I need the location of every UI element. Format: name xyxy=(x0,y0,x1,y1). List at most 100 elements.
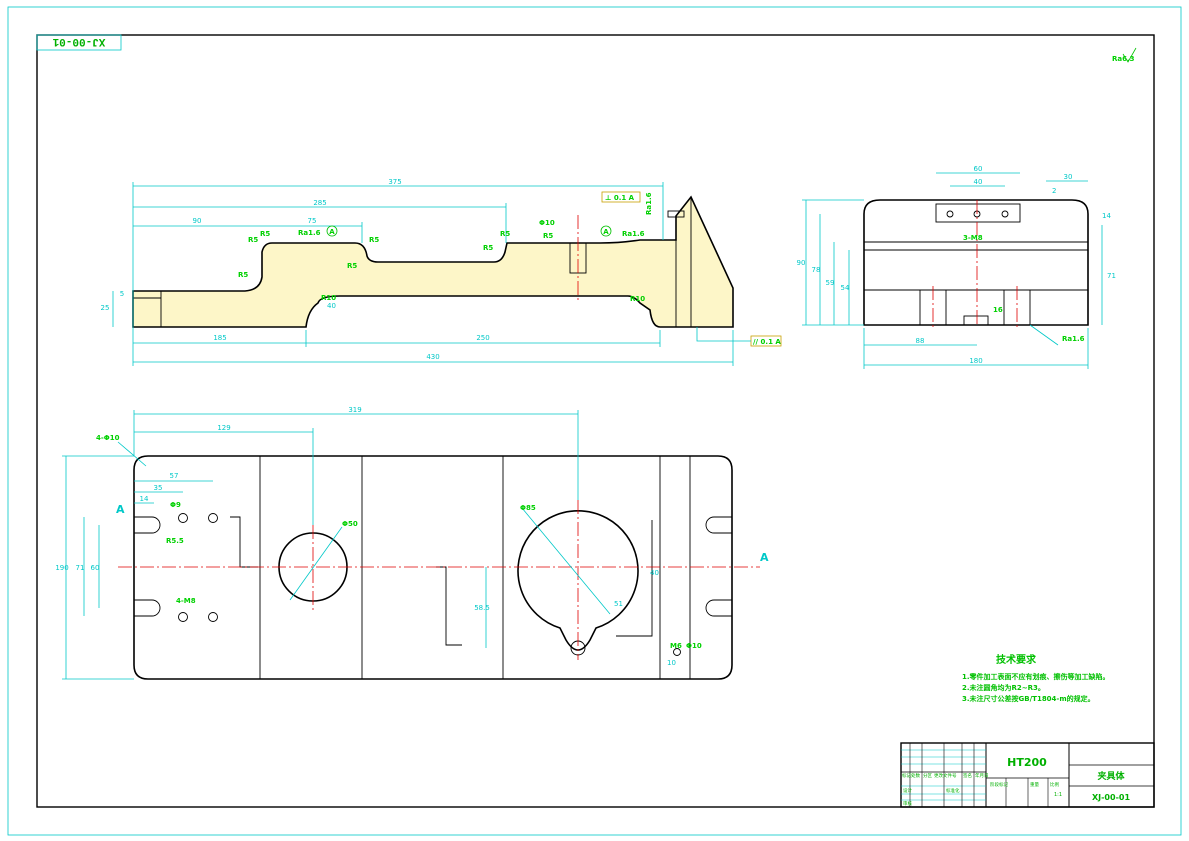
hole xyxy=(178,612,188,622)
section-mark-right: A xyxy=(760,551,769,564)
dim-text: 10 xyxy=(667,659,676,667)
tb-cell: 审核 xyxy=(903,800,912,807)
tb-cell: 处数 xyxy=(911,772,920,779)
tb-cell: 年月日 xyxy=(975,772,989,779)
radius-label: R5 xyxy=(347,262,357,270)
radius-label: R5 xyxy=(369,236,379,244)
dim-text: 58.5 xyxy=(474,604,490,612)
side-view: 60 40 30 2 14 90 78 59 54 71 88 180 3-M8… xyxy=(797,165,1116,369)
outer-border xyxy=(7,6,1182,836)
hole-label: Φ85 xyxy=(520,504,536,512)
front-view-screw xyxy=(667,210,685,218)
dim-text: 5 xyxy=(120,290,124,298)
dim-text: 60 xyxy=(974,165,983,173)
radius-label: R5 xyxy=(248,236,258,244)
dim-text: 30 xyxy=(1064,173,1073,181)
leader-line xyxy=(289,526,343,601)
hole-label: 4-Φ10 xyxy=(96,434,120,442)
tb-cell: 标准化 xyxy=(946,787,960,794)
dim-text: 88 xyxy=(916,337,925,345)
roughness-label: Ra1.6 xyxy=(298,229,321,237)
side-view-slot xyxy=(963,315,989,326)
tolerance-parallel: // 0.1 A xyxy=(753,338,781,346)
tb-cell: 比例 xyxy=(1050,781,1059,788)
dim-text: 35 xyxy=(154,484,163,492)
leader-line xyxy=(117,441,147,467)
u-slot xyxy=(134,516,161,534)
bore-85 xyxy=(517,510,639,651)
hole-label: Φ10 xyxy=(686,642,702,650)
radius-label: R10 xyxy=(630,295,645,303)
dim-text: 319 xyxy=(348,406,361,414)
tb-cell: 分区 xyxy=(923,772,932,779)
tech-note: 1.零件加工表面不应有划痕、擦伤等加工缺陷。 xyxy=(962,672,1110,681)
hidden-edge xyxy=(436,566,462,646)
section-mark-left: A xyxy=(116,503,125,516)
u-slot xyxy=(705,599,732,617)
hole xyxy=(208,513,218,523)
tb-cell: 阶段标记 xyxy=(990,781,1008,788)
roughness-label: Ra1.6 xyxy=(645,192,653,215)
dim-text: 71 xyxy=(1107,272,1116,280)
dim-text: 430 xyxy=(426,353,439,361)
dim-text: 285 xyxy=(313,199,326,207)
radius-label: R5 xyxy=(260,230,270,238)
datum-circle xyxy=(326,225,338,237)
tb-cell: 标记 xyxy=(902,772,911,779)
dim-text: 40 xyxy=(650,569,659,577)
radius-label: R10 xyxy=(321,294,336,302)
u-slot xyxy=(134,599,161,617)
tech-title: 技术要求 xyxy=(996,653,1037,666)
dim-text: 75 xyxy=(308,217,317,225)
dim-text: 78 xyxy=(812,266,821,274)
dim-text: 60 xyxy=(91,564,100,572)
hole xyxy=(178,513,188,523)
inner-frame xyxy=(36,34,1155,808)
dim-text: 59 xyxy=(826,279,835,287)
dim-text: 14 xyxy=(140,495,149,503)
roughness-mark: Ra6.3 xyxy=(1112,55,1135,63)
hole-label: M6 xyxy=(670,642,682,650)
tb-cell: 重量 xyxy=(1030,781,1039,788)
tech-note: 3.未注尺寸公差按GB/T1804-m的规定。 xyxy=(962,694,1095,703)
hole-label: Φ10 xyxy=(539,219,555,227)
datum-circle xyxy=(600,225,612,237)
hole-label: Φ50 xyxy=(342,520,358,528)
dim-text: 129 xyxy=(217,424,230,432)
dim-text: 40 xyxy=(974,178,983,186)
dim-text: 180 xyxy=(969,357,982,365)
tolerance-frame xyxy=(601,191,641,203)
tech-note: 2.未注圆角均为R2~R3。 xyxy=(962,683,1045,692)
material: HT200 xyxy=(1007,756,1047,769)
part-name: 夹具体 xyxy=(1097,770,1125,782)
roughness-symbol xyxy=(1122,47,1137,63)
leader-line xyxy=(696,327,751,342)
dim-text: 185 xyxy=(213,334,226,342)
tolerance-perpendicular: ⊥ 0.1 A xyxy=(605,194,635,202)
dim-text: 250 xyxy=(476,334,489,342)
hole-label: 4-M8 xyxy=(176,597,196,605)
top-view: 319 129 57 35 14 190 71 60 58.5 40 51 10… xyxy=(55,406,769,680)
front-view: 375 285 90 75 185 250 430 25 5 40 R5 R5 … xyxy=(101,178,782,366)
radius-label: R5 xyxy=(500,230,510,238)
hole xyxy=(208,612,218,622)
side-view-outline xyxy=(863,199,1089,326)
dim-text: 54 xyxy=(841,284,850,292)
part-code: XJ-00-01 xyxy=(1092,793,1130,802)
front-view-body xyxy=(132,195,734,328)
dim-text: 57 xyxy=(170,472,179,480)
dim-text: 51 xyxy=(614,600,623,608)
drawing-code-mirrored: XJ-00-01 xyxy=(52,35,105,47)
tb-cell: 签名 xyxy=(963,772,972,779)
dim-text: 14 xyxy=(1102,212,1111,220)
dim-text: 375 xyxy=(388,178,401,186)
title-block: 标记 处数 分区 更改文件号 签名 年月日 设计 审核 标准化 阶段标记 重量 … xyxy=(900,742,1155,808)
tb-cell: 设计 xyxy=(903,787,912,794)
roughness-label: Ra1.6 xyxy=(622,230,645,238)
hole xyxy=(673,648,681,656)
dim-text: 2 xyxy=(1052,187,1056,195)
hole-label: R5.5 xyxy=(166,537,184,545)
drawing-code-box xyxy=(36,34,122,51)
title-block-frame xyxy=(900,742,1155,808)
